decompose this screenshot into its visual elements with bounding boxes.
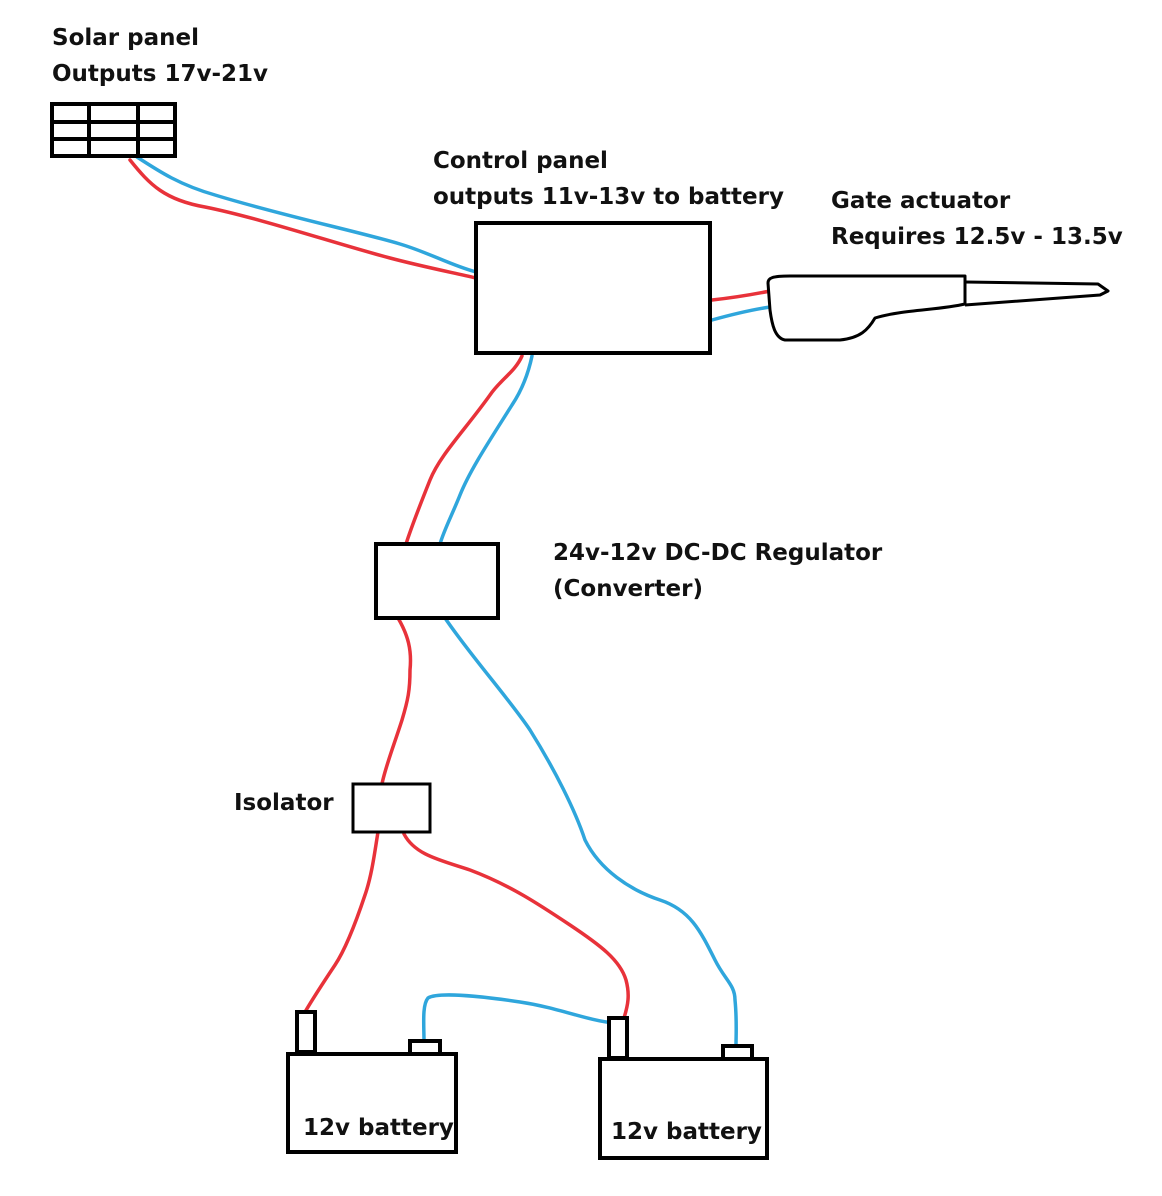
solar-panel — [50, 102, 177, 158]
battery-right-label: 12v battery — [611, 1119, 762, 1145]
regulator-subtitle: (Converter) — [553, 576, 703, 602]
wire-regulator-to-battery-negative — [443, 616, 738, 1048]
solar-panel-title: Solar panel — [52, 25, 199, 51]
battery-left — [286, 1010, 458, 1154]
wire-solar-to-control-positive — [128, 158, 478, 280]
wire-control-to-regulator-positive — [404, 354, 524, 546]
isolator-label: Isolator — [234, 790, 334, 816]
wire-control-to-actuator-negative — [710, 305, 772, 322]
regulator-title: 24v-12v DC-DC Regulator — [553, 540, 883, 566]
isolator-box — [351, 782, 432, 834]
wire-control-to-actuator-positive — [710, 289, 772, 302]
battery-left-positive-terminal — [295, 1010, 317, 1054]
gate-actuator — [766, 274, 1110, 342]
regulator-box — [374, 542, 500, 620]
solar-panel-output: Outputs 17v-21v — [52, 61, 268, 87]
battery-left-negative-terminal — [408, 1039, 442, 1056]
battery-right-negative-terminal — [721, 1044, 754, 1061]
gate-actuator-title: Gate actuator — [831, 188, 1011, 214]
wire-battery-interconnect — [421, 993, 616, 1043]
wire-control-to-regulator-negative — [438, 354, 534, 546]
wire-solar-to-control-negative — [135, 155, 478, 274]
battery-right — [598, 1016, 769, 1160]
control-panel-output: outputs 11v-13v to battery — [433, 184, 784, 210]
battery-left-label: 12v battery — [303, 1115, 454, 1141]
battery-right-positive-terminal — [607, 1016, 629, 1060]
wire-regulator-to-isolator-positive — [380, 616, 413, 786]
control-panel-title: Control panel — [433, 148, 608, 174]
control-panel-box — [474, 221, 712, 355]
wire-isolator-to-left-battery — [303, 830, 380, 1014]
gate-actuator-requirement: Requires 12.5v - 13.5v — [831, 224, 1123, 250]
wire-isolator-to-right-battery — [402, 832, 630, 1020]
